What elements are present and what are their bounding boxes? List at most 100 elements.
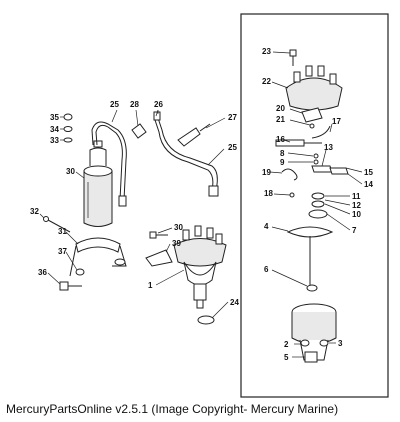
- cap-screw: [289, 49, 297, 66]
- svg-text:1: 1: [148, 281, 153, 290]
- svg-text:32: 32: [30, 207, 39, 216]
- callout-14: 14: [347, 173, 373, 189]
- breaker-arm: [329, 167, 349, 175]
- svg-text:10: 10: [352, 210, 361, 219]
- distributor-cap: [285, 65, 343, 111]
- callout-31: 31: [58, 227, 79, 245]
- svg-text:25: 25: [228, 143, 237, 152]
- image-caption: MercuryPartsOnline v2.5.1 (Image Copyrig…: [6, 402, 339, 416]
- point-set: [311, 165, 333, 173]
- bracket-washer: [75, 268, 85, 276]
- svg-text:35: 35: [50, 113, 59, 122]
- svg-text:30: 30: [174, 223, 183, 232]
- exploded-parts-diagram: 1 2 3 4 5 6 7 8 9 10 11 12 13 14 15 16 1…: [30, 13, 389, 398]
- svg-text:18: 18: [264, 189, 273, 198]
- callout-25b: 25: [207, 143, 237, 166]
- svg-text:22: 22: [262, 77, 271, 86]
- bracket-bolt: [59, 281, 82, 291]
- svg-text:13: 13: [324, 143, 333, 152]
- breaker-plate: [286, 226, 334, 286]
- callout-27: 27: [205, 113, 237, 129]
- callout-22: 22: [262, 77, 289, 89]
- breaker-plate-parts: [308, 192, 328, 219]
- callout-13: 13: [321, 143, 333, 167]
- callout-37: 37: [58, 247, 78, 271]
- svg-text:28: 28: [130, 100, 139, 109]
- clamp-bolt: [149, 231, 168, 239]
- callout-23: 23: [262, 47, 291, 56]
- svg-text:27: 27: [228, 113, 237, 122]
- callout-30a: 30: [66, 167, 85, 179]
- callout-10: 10: [324, 203, 361, 219]
- svg-text:23: 23: [262, 47, 271, 56]
- callout-8: 8: [280, 149, 314, 158]
- svg-text:12: 12: [352, 201, 361, 210]
- svg-text:26: 26: [154, 100, 163, 109]
- ignition-coil: [83, 140, 113, 227]
- distributor-breakdown-frame: [240, 13, 389, 398]
- hold-down-clamp: [145, 249, 173, 267]
- svg-text:6: 6: [264, 265, 269, 274]
- svg-text:17: 17: [332, 117, 341, 126]
- housing-gasket: [300, 339, 310, 347]
- callout-20: 20: [276, 104, 303, 114]
- small-washer: [289, 192, 295, 198]
- lead-terminal: [177, 123, 211, 147]
- rotor: [301, 107, 323, 123]
- primary-lead: [311, 125, 331, 139]
- svg-text:37: 37: [58, 247, 67, 256]
- svg-text:24: 24: [230, 298, 239, 307]
- callout-9: 9: [280, 158, 313, 167]
- callout-19: 19: [262, 168, 283, 177]
- callout-5: 5: [284, 353, 305, 362]
- svg-text:8: 8: [280, 149, 285, 158]
- svg-text:21: 21: [276, 115, 285, 124]
- callout-30b: 30: [157, 223, 183, 234]
- shaft-washer: [306, 284, 318, 292]
- callout-34: 34: [50, 125, 64, 134]
- svg-text:14: 14: [364, 180, 373, 189]
- callout-15: 15: [345, 167, 373, 177]
- drive-gear-pin: [319, 339, 329, 347]
- high-tension-lead: [153, 111, 219, 197]
- svg-text:3: 3: [338, 339, 343, 348]
- callout-2: 2: [284, 340, 301, 349]
- callout-17: 17: [329, 117, 341, 133]
- callout-39: 39: [165, 239, 181, 253]
- svg-text:15: 15: [364, 168, 373, 177]
- drive-gear: [304, 351, 318, 363]
- svg-text:16: 16: [276, 135, 285, 144]
- svg-text:30: 30: [66, 167, 75, 176]
- svg-text:7: 7: [352, 226, 357, 235]
- spring-clip: [281, 168, 298, 181]
- callout-7: 7: [326, 213, 357, 235]
- callout-21: 21: [276, 115, 311, 126]
- svg-text:20: 20: [276, 104, 285, 113]
- callout-25a: 25: [110, 100, 119, 123]
- callout-35: 35: [50, 113, 64, 122]
- callout-32: 32: [30, 207, 45, 219]
- callout-18: 18: [264, 189, 291, 198]
- callout-4: 4: [264, 222, 289, 232]
- callout-1: 1: [148, 269, 185, 290]
- callout-3: 3: [329, 339, 343, 348]
- coil-bracket: [69, 237, 127, 277]
- callout-11: 11: [325, 192, 361, 201]
- svg-text:9: 9: [280, 158, 285, 167]
- svg-text:19: 19: [262, 168, 271, 177]
- callout-12: 12: [324, 199, 361, 210]
- svg-text:5: 5: [284, 353, 289, 362]
- coil-lead-wire: [91, 121, 127, 207]
- svg-text:4: 4: [264, 222, 269, 231]
- distributor-o-ring: [197, 315, 215, 325]
- bracket-screw: [43, 216, 71, 233]
- callout-16: 16: [276, 135, 291, 144]
- coil-terminal-nuts: [63, 113, 73, 143]
- callout-33: 33: [50, 136, 64, 145]
- svg-text:34: 34: [50, 125, 59, 134]
- svg-text:2: 2: [284, 340, 289, 349]
- primary-wire-clip: [131, 123, 147, 139]
- distributor-assembly: [173, 225, 227, 309]
- callout-24: 24: [211, 298, 239, 319]
- svg-text:31: 31: [58, 227, 67, 236]
